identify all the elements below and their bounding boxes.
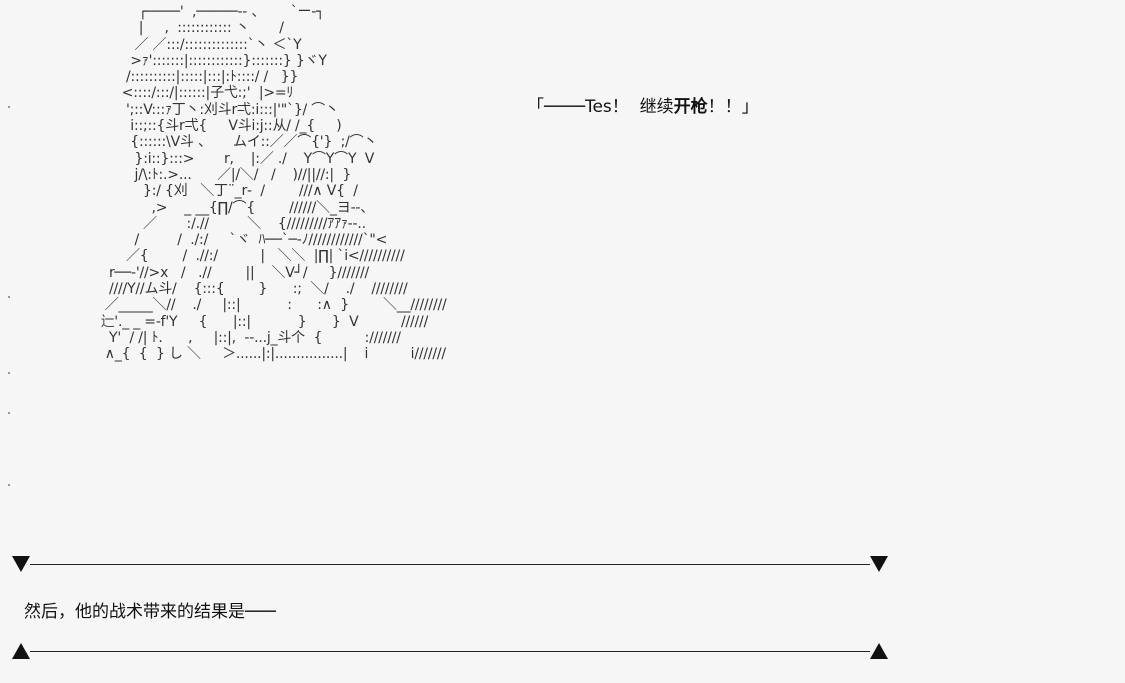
speech-dash: ──── bbox=[544, 97, 585, 117]
speech-tail: ！！」 bbox=[707, 97, 759, 117]
gutter-marker bbox=[8, 296, 10, 298]
gutter-marker bbox=[8, 484, 10, 486]
speech-bold-text: 开枪 bbox=[673, 97, 708, 117]
gutter-marker bbox=[8, 372, 10, 374]
triangle-up-icon bbox=[12, 643, 30, 659]
gutter-marker bbox=[8, 106, 10, 108]
speech-line: 「────Tes！ 继续开枪！！」 bbox=[527, 92, 759, 117]
divider-line bbox=[30, 564, 870, 565]
speech-text: Tes！ 继续 bbox=[584, 97, 674, 117]
speech-open-bracket: 「 bbox=[527, 97, 544, 117]
divider-line bbox=[30, 651, 870, 652]
narration-text: 然后，他的战术带来的结果是─── bbox=[24, 602, 276, 622]
triangle-down-icon bbox=[870, 556, 888, 572]
divider-top bbox=[12, 556, 888, 574]
ascii-art-figure: ┌────' ,─────-- 、 `ー‐┐ | , :::::::::::: … bbox=[100, 4, 447, 363]
triangle-up-icon bbox=[870, 643, 888, 659]
triangle-down-icon bbox=[12, 556, 30, 572]
gutter-marker bbox=[8, 412, 10, 414]
divider-bottom bbox=[12, 643, 888, 661]
